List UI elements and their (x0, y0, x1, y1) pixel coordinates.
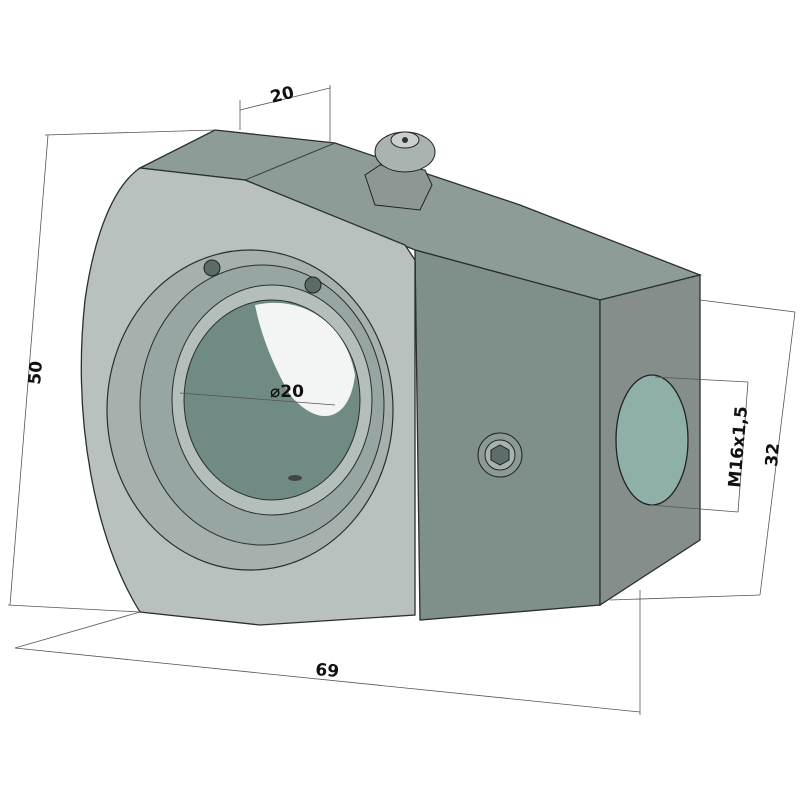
dim-thread: M16x1,5 (725, 405, 752, 488)
set-screw-icon (477, 432, 523, 478)
dimension-lines (7, 85, 796, 715)
dim-end-height: 32 (762, 442, 784, 467)
dim-width-top: 20 (268, 83, 296, 108)
lube-hole (288, 475, 302, 481)
top-seam (244, 142, 336, 181)
screw-hole-right (304, 276, 322, 294)
dim-bore-diameter: ⌀20 (270, 382, 304, 402)
bore-highlight (255, 302, 355, 417)
threaded-hole (615, 374, 689, 506)
screw-hole-left (203, 259, 221, 277)
dim-height-total: 50 (25, 360, 47, 385)
grease-nipple (364, 131, 436, 211)
dim-length-total: 69 (315, 660, 340, 682)
